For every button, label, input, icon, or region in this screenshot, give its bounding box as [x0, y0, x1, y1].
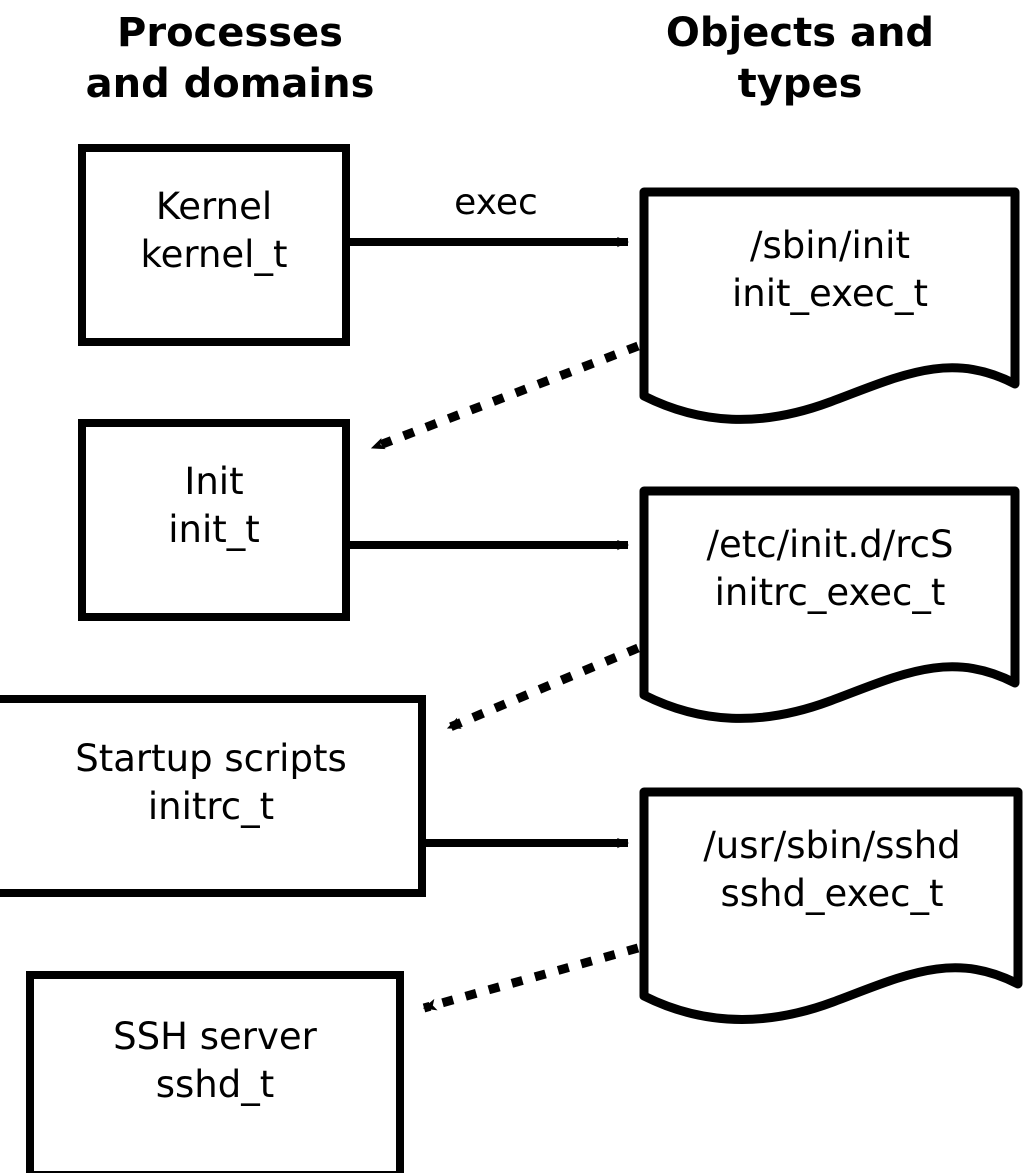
process-box-ssh-server[interactable]: [26, 971, 404, 1173]
object-doc-sshd-exec[interactable]: [639, 787, 1023, 1024]
column-header-objects: Objects and types: [665, 10, 935, 108]
process-box-kernel[interactable]: [78, 144, 350, 346]
process-box-init[interactable]: [78, 419, 350, 621]
edge-label-exec: exec: [454, 182, 538, 223]
edge-init-exec-to-init: [370, 341, 640, 453]
edge-initrc-exec-to-initrc: [446, 643, 640, 733]
object-doc-initrc-exec[interactable]: [639, 486, 1020, 723]
column-header-processes: Processes and domains: [85, 10, 375, 108]
edge-sshd-exec-to-sshd: [422, 943, 640, 1013]
process-box-startup-scripts[interactable]: [0, 695, 426, 897]
object-doc-init-exec[interactable]: [639, 187, 1020, 424]
